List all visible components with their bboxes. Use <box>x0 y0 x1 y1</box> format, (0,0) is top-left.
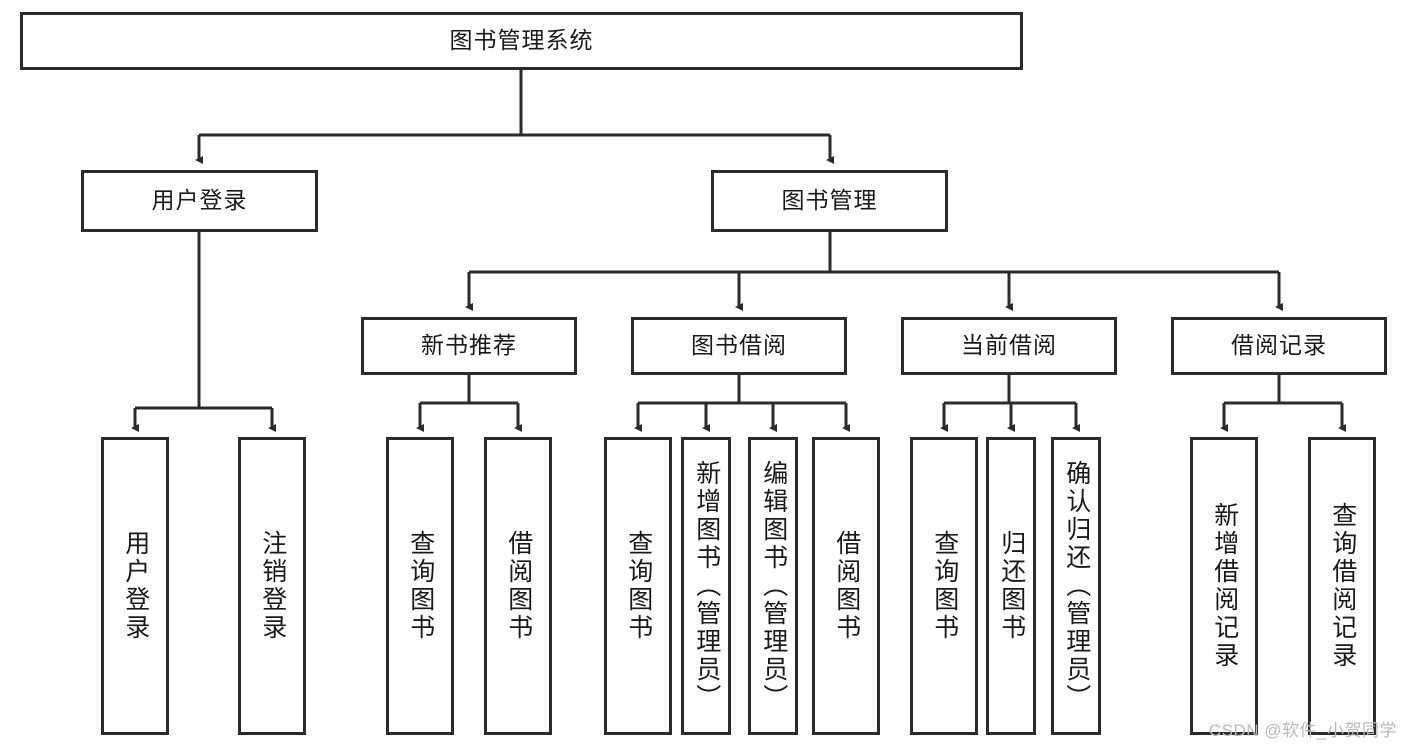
node-leaf-add-book[interactable]: 新增图书（管理员） <box>681 437 731 735</box>
node-leaf-query-book-rec-label: 查询图书 <box>406 530 435 642</box>
node-current-borrow-label: 当前借阅 <box>961 332 1057 359</box>
node-leaf-borrow-book-rec[interactable]: 借阅图书 <box>484 437 552 735</box>
node-leaf-return-book-label: 归还图书 <box>997 530 1026 642</box>
node-root[interactable]: 图书管理系统 <box>20 12 1023 70</box>
node-leaf-logout-label: 注销登录 <box>258 530 287 642</box>
node-leaf-user-login[interactable]: 用户登录 <box>101 437 169 735</box>
node-book-borrow[interactable]: 图书借阅 <box>631 317 847 375</box>
node-leaf-logout[interactable]: 注销登录 <box>238 437 306 735</box>
node-leaf-borrow-book-bor[interactable]: 借阅图书 <box>812 437 880 735</box>
node-leaf-query-record[interactable]: 查询借阅记录 <box>1308 437 1376 735</box>
node-new-book-recommend-label: 新书推荐 <box>421 332 517 359</box>
node-user-login[interactable]: 用户登录 <box>81 170 318 232</box>
node-leaf-add-record-label: 新增借阅记录 <box>1210 502 1239 670</box>
node-leaf-query-book-cur[interactable]: 查询图书 <box>910 437 978 735</box>
node-leaf-query-record-label: 查询借阅记录 <box>1328 502 1357 670</box>
node-leaf-query-book-rec[interactable]: 查询图书 <box>386 437 454 735</box>
node-leaf-edit-book-label: 编辑图书（管理员） <box>759 460 788 712</box>
node-root-label: 图书管理系统 <box>449 27 594 54</box>
node-book-manage-label: 图书管理 <box>781 187 878 214</box>
node-borrow-record[interactable]: 借阅记录 <box>1171 317 1387 375</box>
node-leaf-query-book-cur-label: 查询图书 <box>930 530 959 642</box>
node-current-borrow[interactable]: 当前借阅 <box>901 317 1117 375</box>
node-leaf-confirm-return-label: 确认归还（管理员） <box>1062 460 1091 712</box>
node-user-login-label: 用户登录 <box>151 187 248 214</box>
node-leaf-confirm-return[interactable]: 确认归还（管理员） <box>1051 437 1101 735</box>
node-borrow-record-label: 借阅记录 <box>1231 332 1327 359</box>
node-leaf-return-book[interactable]: 归还图书 <box>986 437 1036 735</box>
node-book-borrow-label: 图书借阅 <box>691 332 787 359</box>
node-leaf-edit-book[interactable]: 编辑图书（管理员） <box>748 437 798 735</box>
node-leaf-query-book-bor-label: 查询图书 <box>624 530 653 642</box>
node-leaf-query-book-bor[interactable]: 查询图书 <box>604 437 672 735</box>
node-leaf-add-book-label: 新增图书（管理员） <box>692 460 721 712</box>
node-leaf-borrow-book-rec-label: 借阅图书 <box>504 530 533 642</box>
node-leaf-add-record[interactable]: 新增借阅记录 <box>1190 437 1258 735</box>
node-new-book-recommend[interactable]: 新书推荐 <box>361 317 577 375</box>
node-leaf-user-login-label: 用户登录 <box>121 530 150 642</box>
node-leaf-borrow-book-bor-label: 借阅图书 <box>832 530 861 642</box>
node-book-manage[interactable]: 图书管理 <box>711 170 948 232</box>
